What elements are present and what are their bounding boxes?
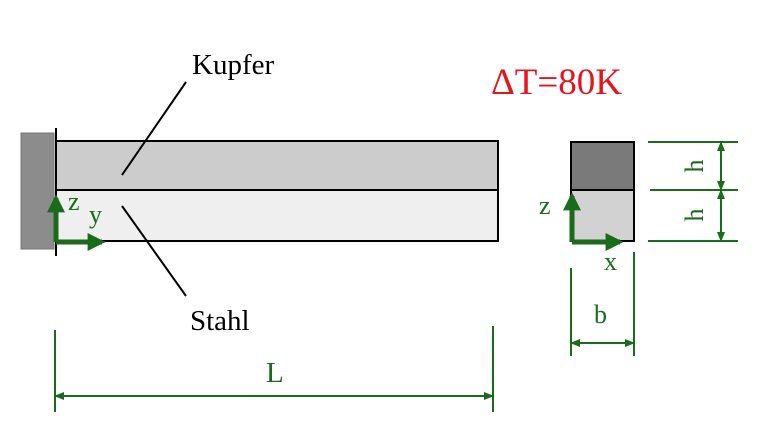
steel-section bbox=[570, 189, 635, 242]
section-axis-x-label: x bbox=[604, 247, 617, 276]
width-label: b bbox=[594, 300, 607, 329]
beam-axis-y-label: y bbox=[89, 200, 102, 229]
height-label-bottom: h bbox=[680, 209, 709, 222]
kupfer-leader-line bbox=[121, 81, 187, 176]
length-label: L bbox=[266, 357, 284, 389]
delta-t-label: ΔT=80K bbox=[491, 62, 622, 103]
fixed-support-wall bbox=[20, 132, 55, 250]
kupfer-label: Kupfer bbox=[192, 49, 274, 81]
copper-layer bbox=[55, 140, 499, 191]
steel-layer bbox=[55, 189, 499, 242]
height-label-top: h bbox=[680, 160, 709, 173]
copper-section bbox=[570, 141, 635, 191]
stahl-leader-line bbox=[121, 205, 187, 297]
beam-axis-z-label: z bbox=[68, 187, 80, 216]
stahl-label: Stahl bbox=[190, 305, 250, 337]
section-axis-z-label: z bbox=[539, 191, 551, 220]
